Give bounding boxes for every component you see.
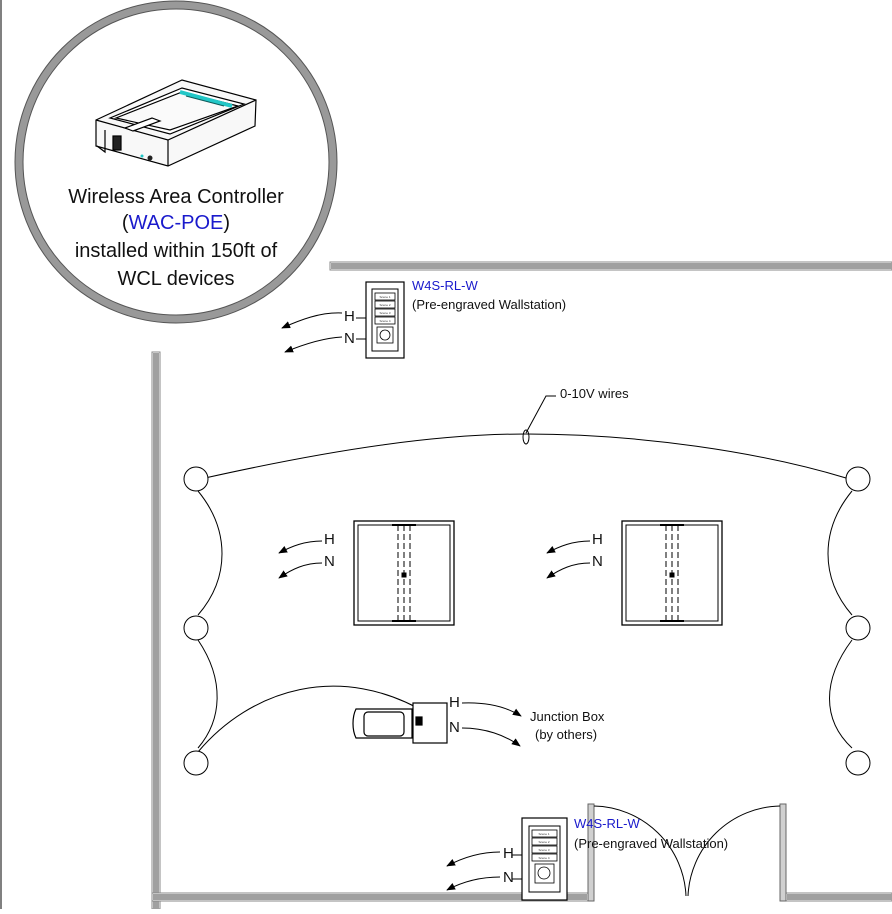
troffer-fixture-left xyxy=(353,520,455,626)
wires-label: 0-10V wires xyxy=(560,386,629,401)
wallstation-bottom-desc: (Pre-engraved Wallstation) xyxy=(574,836,729,851)
troffer-right-neutral: N xyxy=(592,553,603,570)
wallstation-top-button-2: Scene 2 xyxy=(379,303,390,307)
troffer-leads xyxy=(278,540,591,579)
wallstation-bottom-button-3: Scene 3 xyxy=(538,848,549,852)
wallstation-top-button-4: Scene 4 xyxy=(379,319,390,323)
junction-box-note: (by others) xyxy=(535,727,598,742)
controller-close-paren: ) xyxy=(223,212,231,234)
junction-box-leads xyxy=(461,702,522,747)
controller-title: Wireless Area Controller xyxy=(68,186,284,208)
wallstation-bottom-button-2: Scene 2 xyxy=(538,840,549,844)
wallstation-top-button-1: Scene 1 xyxy=(379,295,390,299)
troffer-right-hot: H xyxy=(592,531,603,548)
troffer-left-hot: H xyxy=(324,531,335,548)
troffer-left-neutral: N xyxy=(324,553,335,570)
wallstation-top-hot: H xyxy=(344,308,355,325)
downlight-5 xyxy=(845,615,871,641)
downlight-1 xyxy=(183,466,209,492)
left-fixture-wire-2 xyxy=(197,639,218,749)
wallstation-bottom-hot: H xyxy=(503,845,514,862)
module-hot: H xyxy=(449,694,460,711)
controller-callout xyxy=(14,0,338,324)
left-fixture-wire-1 xyxy=(197,490,223,616)
wallstation-top-button-3: Scene 3 xyxy=(379,311,390,315)
wallstation-top-model: W4S-RL-W xyxy=(412,278,478,293)
module-wire xyxy=(197,685,431,753)
controller-range: installed within 150ft of xyxy=(74,240,278,262)
downlight-4 xyxy=(845,466,871,492)
right-fixture-wire-2 xyxy=(829,639,853,749)
wallstation-top: Scene 1 Scene 2 Scene 3 Scene 4 xyxy=(365,281,405,359)
downlight-6 xyxy=(845,750,871,776)
downlight-3 xyxy=(183,750,209,776)
module-neutral: N xyxy=(449,719,460,736)
junction-box-label: Junction Box xyxy=(530,709,605,724)
controller-model: WAC-POE xyxy=(128,212,224,234)
right-fixture-wire-1 xyxy=(827,490,853,616)
wallstation-bottom-button-4: Scene 4 xyxy=(538,856,549,860)
wires-leader xyxy=(522,395,556,445)
downlights xyxy=(183,466,871,776)
wallstation-bottom-leads xyxy=(446,851,522,891)
wallstation-bottom-model: W4S-RL-W xyxy=(574,816,640,831)
wireless-module-fixture xyxy=(352,702,448,744)
wallstation-top-leads xyxy=(281,312,366,353)
controller-devices: WCL devices xyxy=(117,268,235,290)
wallstation-top-neutral: N xyxy=(344,330,355,347)
wallstation-bottom-neutral: N xyxy=(503,869,514,886)
low-voltage-wire xyxy=(204,433,847,479)
controller-open-paren: ( xyxy=(121,212,129,234)
wac-poe-device-icon xyxy=(95,79,257,167)
wallstation-top-desc: (Pre-engraved Wallstation) xyxy=(412,297,567,312)
room-walls xyxy=(151,261,892,910)
troffer-fixture-right xyxy=(621,520,723,626)
controller-model-line: (WAC-POE) xyxy=(38,210,314,236)
wallstation-bottom-button-1: Scene 1 xyxy=(538,832,549,836)
downlight-2 xyxy=(183,615,209,641)
wallstation-bottom: Scene 1 Scene 2 Scene 3 Scene 4 xyxy=(521,817,568,901)
